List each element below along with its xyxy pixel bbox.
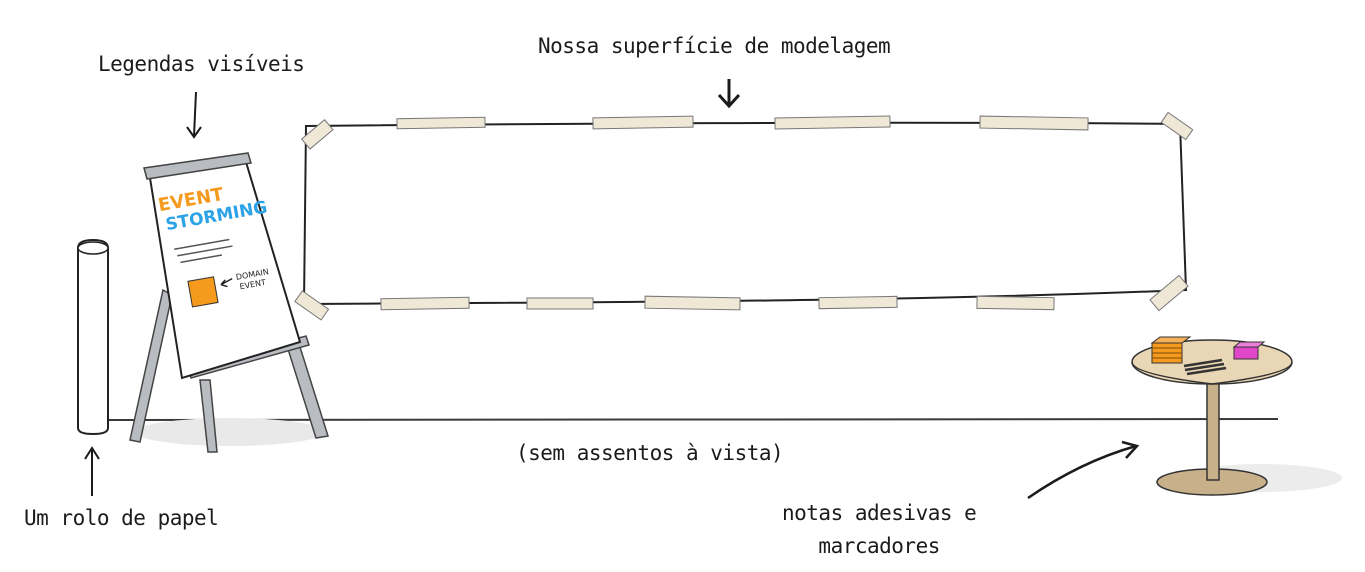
markers	[1183, 358, 1227, 376]
label-legendas-visiveis: Legendas visíveis	[98, 52, 305, 76]
label-notas-line1: notas adesivas e	[782, 501, 977, 525]
arrow-legendas	[186, 91, 202, 139]
orange-sticky-notes-stack	[1150, 336, 1192, 364]
label-notas-line2: marcadores	[818, 534, 940, 558]
domain-event-sticky-note	[187, 276, 219, 308]
label-sem-assentos: (sem assentos à vista)	[516, 441, 784, 465]
pink-sticky-notes-stack	[1232, 341, 1266, 360]
arrow-superficie	[717, 79, 741, 109]
arrow-notas	[1027, 440, 1140, 500]
label-notas-adesivas: notas adesivas e marcadores	[782, 497, 977, 563]
tape-top	[300, 111, 1194, 150]
modeling-surface	[294, 111, 1194, 321]
label-superficie-de-modelagem: Nossa superfície de modelagem	[538, 34, 891, 58]
floor-line	[107, 418, 1279, 421]
flipchart-easel	[129, 152, 329, 453]
tape-bottom	[294, 274, 1189, 321]
easel-shadow	[135, 418, 325, 446]
label-rolo-de-papel: Um rolo de papel	[24, 506, 219, 530]
arrow-rolo	[84, 446, 100, 496]
paper-roll	[77, 238, 109, 436]
